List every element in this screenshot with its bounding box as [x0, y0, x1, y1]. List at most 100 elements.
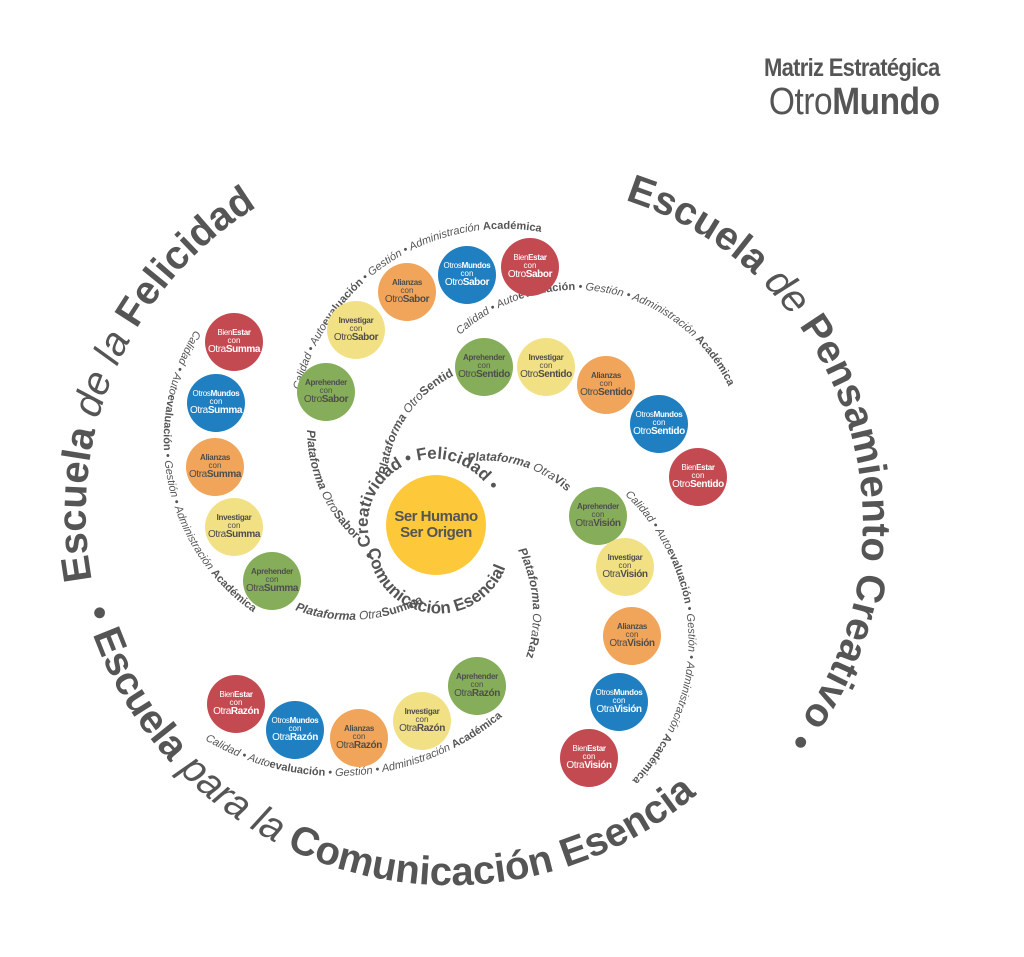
brand-line-1: Matriz Estratégica [764, 54, 940, 82]
node-con: con [208, 460, 222, 470]
platform-sabor-label: Plataforma OtroSabor [304, 430, 363, 542]
node-platform: OtraVisión [602, 569, 648, 581]
node-platform: OtroSabor [384, 294, 430, 306]
node-con: con [227, 335, 241, 345]
node-con: con [319, 385, 333, 395]
node-con: con [349, 323, 363, 333]
node-con: con [477, 360, 491, 370]
node-title: BienEstar [681, 462, 715, 472]
node-platform: OtraVisión [566, 760, 612, 772]
node-platform: OtroSabor [444, 277, 490, 289]
node-con: con [227, 520, 241, 530]
node-con: con [599, 378, 613, 388]
node-title: BienEstar [217, 327, 251, 337]
node-con: con [415, 714, 429, 724]
node-platform: OtroSabor [333, 332, 379, 344]
node-con: con [582, 751, 596, 761]
node-platform: OtraSumma [208, 344, 260, 356]
node-con: con [539, 360, 553, 370]
node-platform: OtraRazón [454, 688, 500, 700]
node-con: con [460, 268, 474, 278]
brand-line-2-bold: Mundo [832, 81, 941, 123]
node-con: con [618, 560, 632, 570]
node-title: Alianzas [199, 452, 231, 462]
node-title: Aprehender [305, 377, 347, 387]
node-con: con [229, 697, 243, 707]
node-title: Investigar [404, 706, 440, 716]
node-platform: OtraSumma [208, 529, 260, 541]
node-platform: OtroSabor [303, 394, 349, 406]
node-con: con [209, 396, 223, 406]
node-title: OtrosMundos [271, 715, 319, 725]
center-line-2: Ser Origen [400, 524, 472, 541]
node-title: Alianzas [616, 621, 648, 631]
node-con: con [523, 260, 537, 270]
node-con: con [612, 695, 626, 705]
node-platform: OtraVisión [609, 638, 655, 650]
school-pensamiento-label: Escuela de Pensamiento Creativo • [622, 167, 898, 762]
node-title: Investigar [216, 512, 252, 522]
node-con: con [591, 509, 605, 519]
node-platform: OtraRazón [272, 732, 318, 744]
node-title: Aprehender [577, 501, 619, 511]
brand-title: Matriz Estratégica OtroMundo [740, 54, 940, 122]
node-title: BienEstar [572, 743, 606, 753]
node-con: con [400, 285, 414, 295]
center-node-ser-humano[interactable]: Ser Humano Ser Origen [386, 475, 486, 575]
node-title: Investigar [338, 315, 374, 325]
node-title: Alianzas [590, 370, 622, 380]
node-title: Investigar [607, 552, 643, 562]
node-title: Aprehender [251, 566, 293, 576]
node-title: OtrosMundos [595, 687, 643, 697]
node-platform: OtraVisión [575, 518, 621, 530]
brand-line-2-light: Otro [769, 81, 833, 123]
node-platform: OtraSumma [246, 583, 298, 595]
node-con: con [470, 679, 484, 689]
node-platform: OtroSentido [520, 369, 572, 381]
node-platform: OtroSentido [672, 479, 724, 491]
node-title: OtrosMundos [443, 260, 491, 270]
node-platform: OtroSentido [458, 369, 510, 381]
node-title: Aprehender [463, 352, 505, 362]
center-line-1: Ser Humano [394, 508, 478, 526]
node-con: con [691, 470, 705, 480]
node-con: con [352, 731, 366, 741]
node-con: con [652, 417, 666, 427]
node-con: con [288, 723, 302, 733]
node-platform: OtroSentido [633, 426, 685, 438]
node-title: Alianzas [391, 277, 423, 287]
node-title: BienEstar [219, 689, 253, 699]
node-con: con [265, 574, 279, 584]
node-con: con [625, 629, 639, 639]
node-platform: OtraSumma [189, 469, 241, 481]
brand-line-2: OtroMundo [764, 83, 940, 121]
node-platform: OtroSabor [507, 269, 553, 281]
node-platform: OtraRazón [399, 723, 445, 735]
